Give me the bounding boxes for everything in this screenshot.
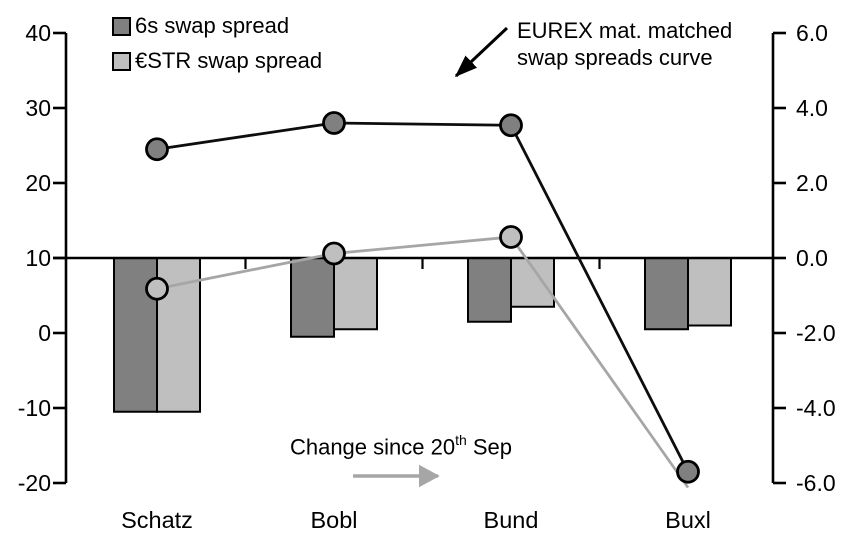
right-axis-label--2.0: -2.0 (796, 320, 836, 346)
x-axis-label-bobl: Bobl (310, 507, 357, 533)
left-axis-label-0: 0 (38, 320, 51, 346)
change-annotation-superscript: th (455, 432, 467, 448)
marker-line-6s-bobl (322, 111, 346, 135)
bar-bar-6s-bund (467, 257, 512, 323)
x-axis-label-bund: Bund (484, 507, 539, 533)
legend-swatch-estr-icon (112, 51, 131, 71)
x-axis-label-schatz: Schatz (121, 507, 193, 533)
legend-item-6s: 6s swap spread (112, 13, 322, 39)
legend-label-estr: €STR swap spread (135, 48, 323, 73)
right-axis-label--4.0: -4.0 (796, 395, 836, 421)
change-annotation-prefix: Change since 20 (289, 434, 456, 460)
left-axis-label-20: 20 (25, 170, 51, 196)
left-axis-label--20: -20 (18, 470, 51, 496)
marker-line-estr-bund (499, 225, 523, 249)
curve-annotation: EUREX mat. matched swap spreads curve (517, 17, 732, 71)
left-axis-label-40: 40 (25, 20, 51, 46)
change-annotation: Change since 20th Sep (289, 432, 513, 460)
left-axis-label-30: 30 (25, 95, 51, 121)
right-axis-label-4.0: 4.0 (796, 95, 828, 121)
curve-annotation-line2: swap spreads curve (517, 45, 713, 70)
right-axis-label-2.0: 2.0 (796, 170, 828, 196)
curve-annotation-arrow-icon (454, 26, 509, 78)
right-axis-label--6.0: -6.0 (796, 470, 836, 496)
left-axis-label--10: -10 (18, 395, 51, 421)
marker-line-6s-schatz (145, 137, 169, 162)
right-axis-label-6.0: 6.0 (796, 20, 828, 46)
marker-line-6s-buxl (676, 459, 700, 484)
legend-item-estr: €STR swap spread (112, 48, 322, 74)
marker-line-estr-schatz (145, 276, 169, 301)
line-line-estr (156, 235, 690, 489)
marker-line-6s-bund (499, 113, 523, 138)
chart-legend: 6s swap spread €STR swap spread (112, 13, 322, 83)
x-axis-label-buxl: Buxl (665, 507, 711, 533)
left-axis-label-10: 10 (25, 245, 51, 271)
bar-bar-6s-bobl (290, 257, 335, 338)
right-axis-label-0.0: 0.0 (796, 245, 828, 271)
bar-bar-estr-buxl (687, 257, 732, 327)
legend-swatch-6s-icon (112, 16, 131, 36)
bar-bar-6s-buxl (644, 257, 689, 331)
curve-annotation-line1: EUREX mat. matched (517, 18, 733, 43)
change-annotation-suffix: Sep (466, 434, 513, 460)
legend-label-6s: 6s swap spread (135, 13, 290, 38)
marker-line-estr-bobl (322, 241, 346, 266)
bar-bar-estr-bobl (333, 257, 378, 331)
line-line-6s (156, 121, 690, 473)
